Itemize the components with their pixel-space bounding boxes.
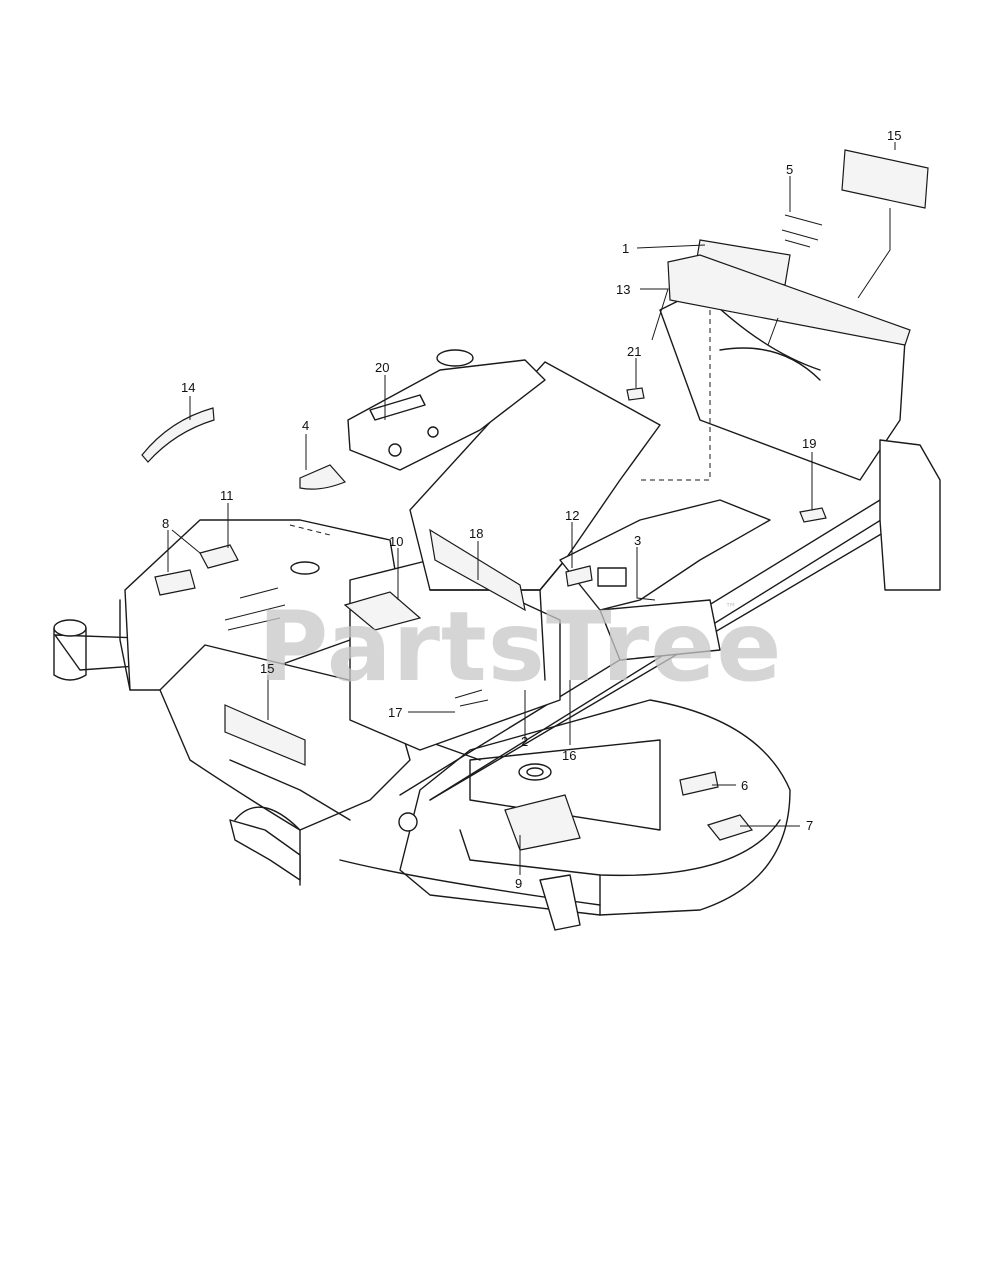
watermark-tm: ™	[725, 601, 737, 615]
callout-8: 8	[162, 516, 169, 531]
decal-15-top	[841, 149, 929, 209]
callout-20: 20	[375, 360, 389, 375]
callouts: 15 5 1 13 21 20 14 4 19 11 8 12 3 18 10 …	[162, 128, 901, 891]
decal-21	[626, 387, 645, 401]
callout-11: 11	[220, 488, 234, 503]
callout-21: 21	[627, 344, 641, 359]
callout-12: 12	[565, 508, 579, 523]
decal-14	[141, 407, 215, 463]
decal-10	[343, 591, 422, 631]
decal-8	[154, 569, 196, 596]
callout-13: 13	[616, 282, 630, 297]
callout-16: 16	[562, 748, 576, 763]
decal-13	[667, 254, 911, 346]
decals	[141, 149, 929, 851]
callout-10: 10	[389, 534, 403, 549]
callout-15-bottom: 15	[260, 661, 274, 676]
callout-18: 18	[469, 526, 483, 541]
callout-1: 1	[622, 241, 629, 256]
callout-2: 2	[521, 734, 528, 749]
decal-15-bottom	[224, 704, 306, 766]
watermark: PartsTree ™	[258, 591, 782, 703]
decal-17	[454, 689, 489, 707]
leaders	[167, 142, 896, 875]
watermark-text: PartsTree	[258, 591, 782, 703]
callout-19: 19	[802, 436, 816, 451]
callout-4: 4	[302, 418, 309, 433]
decal-12	[565, 565, 593, 587]
callout-14: 14	[181, 380, 195, 395]
callout-3: 3	[634, 533, 641, 548]
decal-9	[504, 794, 581, 851]
decal-5	[781, 214, 823, 248]
callout-7: 7	[806, 818, 813, 833]
decal-6	[679, 771, 719, 796]
decal-4	[299, 464, 347, 490]
callout-6: 6	[741, 778, 748, 793]
callout-17: 17	[388, 705, 402, 720]
callout-15-top: 15	[887, 128, 901, 143]
decal-11	[199, 544, 239, 569]
decal-7	[706, 814, 754, 841]
callout-9: 9	[515, 876, 522, 891]
callout-5: 5	[786, 162, 793, 177]
decal-19	[799, 507, 827, 523]
